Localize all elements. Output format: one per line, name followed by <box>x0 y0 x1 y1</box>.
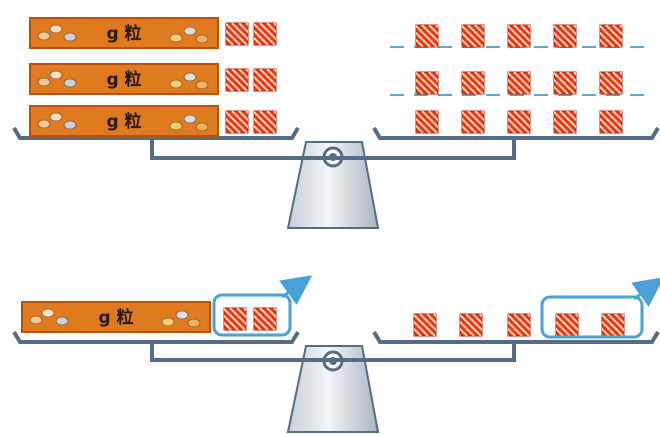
weight-cube <box>440 25 504 47</box>
top-balance: g 粒 g 粒 g 粒 <box>14 18 658 228</box>
candy-decoration <box>184 73 196 81</box>
weight-cube <box>394 25 458 47</box>
candy-decoration <box>64 79 76 87</box>
candy-decoration <box>170 34 182 42</box>
weight-cube <box>532 72 596 94</box>
weight-cube <box>394 72 458 94</box>
weight-cube <box>532 111 596 133</box>
weight-cube <box>486 25 550 47</box>
candy-decoration <box>38 78 50 86</box>
candy-decoration <box>30 316 42 324</box>
candy-decoration <box>188 319 200 327</box>
bottom-balance: g 粒 <box>14 284 658 432</box>
candy-box: g 粒 <box>30 18 218 48</box>
bottom-left-items: g 粒 <box>22 302 296 332</box>
box-label: g 粒 <box>106 69 141 90</box>
weight-cube <box>394 111 458 133</box>
candy-decoration <box>162 318 174 326</box>
candy-decoration <box>56 317 68 325</box>
box-label: g 粒 <box>98 307 133 328</box>
weight-cube <box>440 111 504 133</box>
candy-decoration <box>50 25 62 33</box>
removal-arrow <box>634 286 652 299</box>
candy-decoration <box>184 27 196 35</box>
bottom-right-items <box>392 314 644 336</box>
candy-decoration <box>64 33 76 41</box>
candy-decoration <box>42 309 54 317</box>
box-label: g 粒 <box>106 23 141 44</box>
weight-cube <box>578 25 642 47</box>
weight-cube <box>580 314 644 336</box>
candy-decoration <box>38 120 50 128</box>
candy-decoration <box>196 81 208 89</box>
weight-cube <box>438 314 502 336</box>
candy-decoration <box>64 121 76 129</box>
removal-arrow <box>282 284 300 297</box>
box-label: g 粒 <box>106 111 141 132</box>
candy-decoration <box>184 115 196 123</box>
candy-decoration <box>196 123 208 131</box>
top-left-items: g 粒 g 粒 g 粒 <box>30 18 296 136</box>
candy-decoration <box>176 311 188 319</box>
weight-cube <box>486 314 550 336</box>
candy-decoration <box>38 32 50 40</box>
weight-cube <box>486 72 550 94</box>
candy-box: g 粒 <box>22 302 210 332</box>
weight-cube <box>532 25 596 47</box>
candy-decoration <box>170 80 182 88</box>
candy-box: g 粒 <box>30 64 218 94</box>
candy-decoration <box>50 71 62 79</box>
weight-cube <box>392 314 456 336</box>
weight-cube <box>486 111 550 133</box>
weight-cube <box>440 72 504 94</box>
top-right-items <box>394 25 642 133</box>
candy-box: g 粒 <box>30 106 218 136</box>
weight-cube <box>578 111 642 133</box>
candy-decoration <box>196 35 208 43</box>
candy-decoration <box>50 113 62 121</box>
candy-decoration <box>170 122 182 130</box>
weight-cube <box>578 72 642 94</box>
